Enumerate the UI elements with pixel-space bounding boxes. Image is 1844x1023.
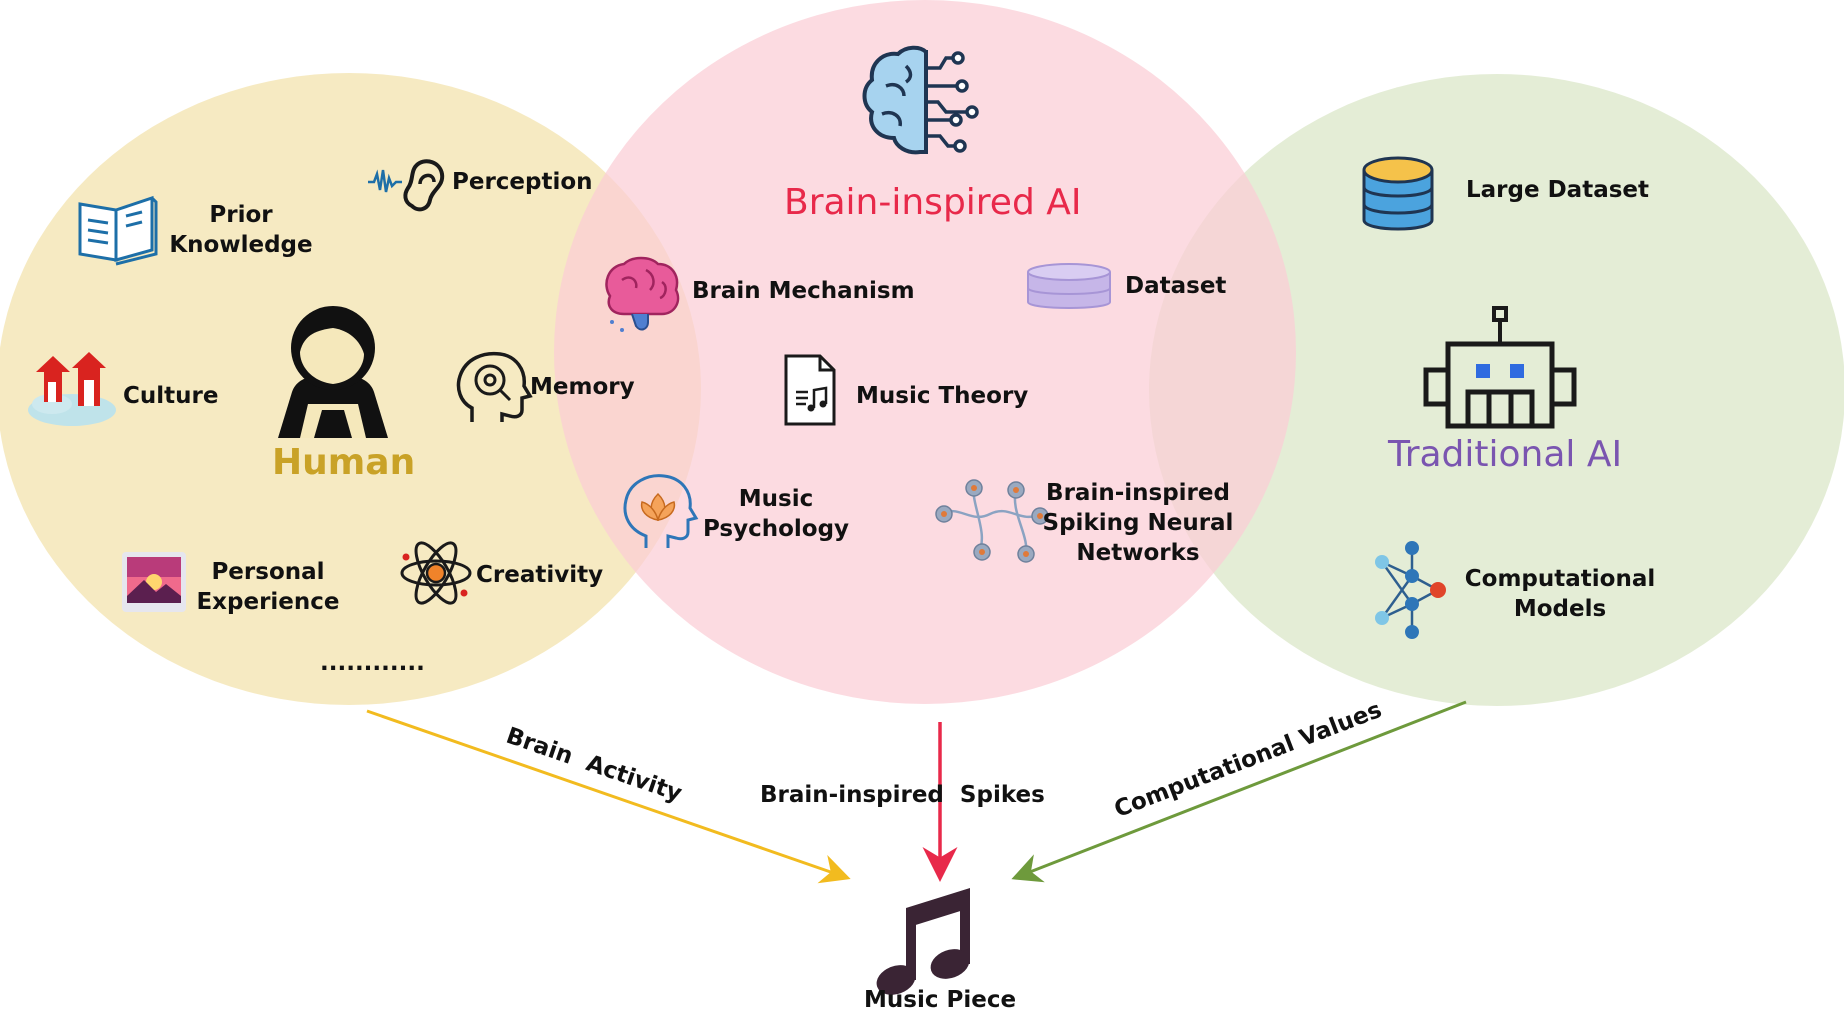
personal-experience-label: Personal Experience	[196, 559, 340, 615]
ellipsis-label: ............	[320, 650, 425, 676]
music-psychology-label: Music Psychology	[702, 486, 850, 542]
memory-head-icon	[456, 351, 533, 422]
culture-icon	[28, 352, 116, 426]
arrow-brain-activity	[366, 709, 851, 884]
brain-mechanism-label: Brain Mechanism	[692, 278, 915, 304]
neurons-icon	[935, 479, 1049, 563]
culture-label: Culture	[123, 383, 219, 409]
large-dataset-label: Large Dataset	[1466, 177, 1650, 203]
traditional-ai-title: Traditional AI	[1388, 434, 1623, 475]
creativity-label: Creativity	[476, 562, 604, 588]
perception-label: Perception	[452, 169, 593, 195]
psychology-head-icon	[623, 474, 699, 548]
picture-icon	[122, 552, 186, 612]
atom-icon	[400, 541, 472, 605]
brain-spikes-label: Brain-inspired Spikes	[760, 782, 1045, 808]
brain-circuit-icon	[862, 45, 979, 155]
snn-label: Brain-inspired Spiking Neural Networks	[1042, 480, 1234, 566]
dataset-icon	[1027, 263, 1111, 309]
brain-ai-circle	[554, 0, 1296, 704]
robot-icon	[1423, 306, 1577, 429]
database-icon	[1362, 156, 1434, 231]
person-icon	[278, 306, 388, 438]
network-graph-icon	[1375, 541, 1446, 639]
human-title: Human	[272, 442, 416, 483]
prior-knowledge-label: Prior Knowledge	[169, 202, 313, 258]
arrow-computational-values	[1011, 700, 1467, 883]
brain-ai-title: Brain-inspired AI	[784, 182, 1082, 223]
ear-icon	[368, 159, 445, 212]
music-document-icon	[784, 354, 836, 426]
music-theory-label: Music Theory	[856, 383, 1029, 409]
computational-models-label: Computational Models	[1464, 566, 1656, 622]
music-piece-label: Music Piece	[864, 987, 1017, 1013]
music-note-icon	[876, 888, 970, 995]
dataset-label: Dataset	[1125, 273, 1227, 299]
brain-mechanism-icon	[605, 256, 680, 332]
memory-label: Memory	[530, 374, 635, 400]
book-icon	[78, 195, 158, 266]
